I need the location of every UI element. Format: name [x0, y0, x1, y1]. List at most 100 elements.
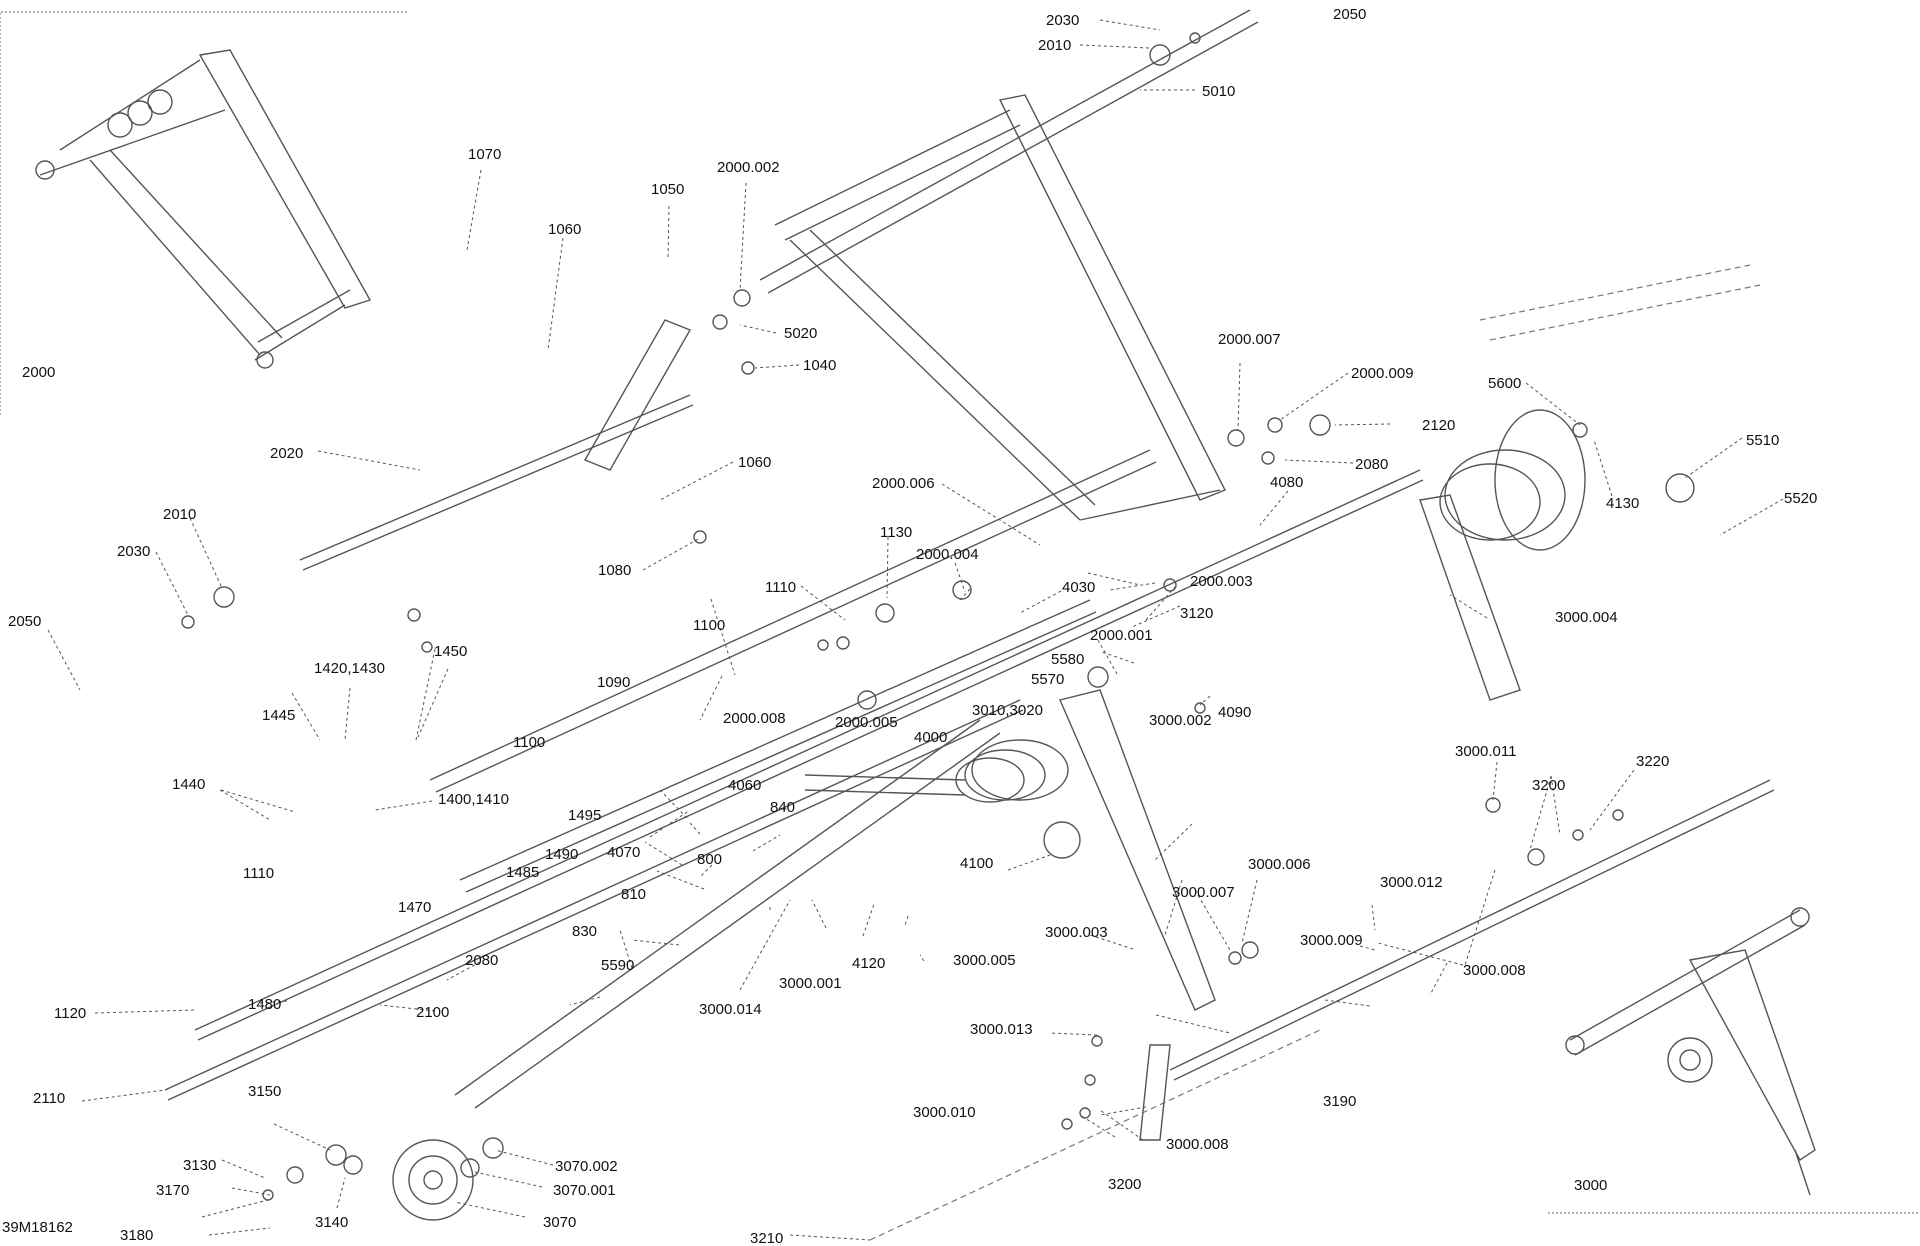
callout: 3000.002 [1149, 712, 1212, 729]
callout: 4130 [1606, 495, 1639, 512]
callout: 3000.001 [779, 975, 842, 992]
callout: 4030 [1062, 579, 1095, 596]
callout: 3000.005 [953, 952, 1016, 969]
callout: 1495 [568, 807, 601, 824]
callout: 1040 [803, 357, 836, 374]
callout: 3200 [1532, 777, 1565, 794]
callout: 1490 [545, 846, 578, 863]
callout: 3070.001 [553, 1182, 616, 1199]
callout: 3000.003 [1045, 924, 1108, 941]
hardware-bushings [181, 32, 1624, 1201]
callout: 3070 [543, 1214, 576, 1231]
callout: 4060 [728, 777, 761, 794]
callout: 1050 [651, 181, 684, 198]
callout: 3120 [1180, 605, 1213, 622]
callout: 1400,1410 [438, 791, 509, 808]
inset-3000-arm-drawing [1565, 907, 1816, 1196]
callout: 5020 [784, 325, 817, 342]
callout: 1485 [506, 864, 539, 881]
inset-2000-arm-drawing [35, 49, 372, 369]
callout: 1060 [738, 454, 771, 471]
callout: 3000.013 [970, 1021, 1033, 1038]
callout: 4120 [852, 955, 885, 972]
callout: 4080 [1270, 474, 1303, 491]
callout: 1120 [54, 1005, 86, 1022]
callout: 4070 [607, 844, 640, 861]
callout: 2100 [416, 1004, 449, 1021]
callout: 2000.009 [1351, 365, 1414, 382]
callout: 3010,3020 [972, 702, 1043, 719]
callout: 1470 [398, 899, 431, 916]
figure-code: 39M18162 [2, 1219, 73, 1236]
callout: 3170 [156, 1182, 189, 1199]
callout: 3000.014 [699, 1001, 762, 1018]
callout: 3000.007 [1172, 884, 1235, 901]
callout: 2080 [1355, 456, 1388, 473]
callout: 1100 [513, 734, 545, 751]
callout: 5600 [1488, 375, 1521, 392]
callout: 3000.009 [1300, 932, 1363, 949]
callout: 1110 [243, 865, 274, 882]
callout: 1130 [880, 524, 912, 541]
callout: 3190 [1323, 1093, 1356, 1110]
group-2000-label: 2000 [22, 364, 55, 381]
callout: 3130 [183, 1157, 216, 1174]
callout: 4100 [960, 855, 993, 872]
callout: 5520 [1784, 490, 1817, 507]
callout: 2000.006 [872, 475, 935, 492]
callout: 1080 [598, 562, 631, 579]
callout: 2000.007 [1218, 331, 1281, 348]
callout: 1070 [468, 146, 501, 163]
callout: 2000.004 [916, 546, 979, 563]
callout: 3180 [120, 1227, 153, 1244]
callout: 3210 [750, 1230, 783, 1246]
callout: 3000.010 [913, 1104, 976, 1121]
callout-labels: 2030 2010 2050 5010 1070 2000.002 1050 1… [2, 6, 1817, 1246]
callout: 2010 [163, 506, 196, 523]
callout: 2000.001 [1090, 627, 1153, 644]
callout: 4000 [914, 729, 947, 746]
callout: 1480 [248, 996, 281, 1013]
callout: 840 [770, 799, 795, 816]
callout: 2000.003 [1190, 573, 1253, 590]
callout: 1110 [765, 579, 796, 596]
callout: 2020 [270, 445, 303, 462]
callout: 810 [621, 886, 646, 903]
callout: 5510 [1746, 432, 1779, 449]
callout: 3000.008 [1463, 962, 1526, 979]
callout: 3000.012 [1380, 874, 1443, 891]
callout: 1060 [548, 221, 581, 238]
callout: 5010 [1202, 83, 1235, 100]
callout: 2120 [1422, 417, 1455, 434]
callout: 1090 [597, 674, 630, 691]
callout: 2000.002 [717, 159, 780, 176]
callout: 3000.011 [1455, 743, 1516, 760]
callout: 3000.008 [1166, 1136, 1229, 1153]
callout: 1445 [262, 707, 295, 724]
callout: 1100 [693, 617, 725, 634]
callout: 2080 [465, 952, 498, 969]
callout: 2110 [33, 1090, 65, 1107]
callout: 3070.002 [555, 1158, 618, 1175]
callout: 1450 [434, 643, 467, 660]
callout: 3150 [248, 1083, 281, 1100]
group-2000-frame [0, 11, 408, 415]
callout: 1420,1430 [314, 660, 385, 677]
callout: 2010 [1038, 37, 1071, 54]
callout: 5580 [1051, 651, 1084, 668]
callout: 830 [572, 923, 597, 940]
callout: 5570 [1031, 671, 1064, 688]
callout: 3000.004 [1555, 609, 1618, 626]
callout: 800 [697, 851, 722, 868]
callout: 2030 [1046, 12, 1079, 29]
callout: 5590 [601, 957, 634, 974]
callout: 2000.005 [835, 714, 898, 731]
callout: 3220 [1636, 753, 1669, 770]
leader-lines [47, 19, 1784, 1241]
callout: 3200 [1108, 1176, 1141, 1193]
callout: 4090 [1218, 704, 1251, 721]
callout: 2030 [117, 543, 150, 560]
callout: 2050 [1333, 6, 1366, 23]
main-assembly-drawing [164, 9, 1775, 1241]
